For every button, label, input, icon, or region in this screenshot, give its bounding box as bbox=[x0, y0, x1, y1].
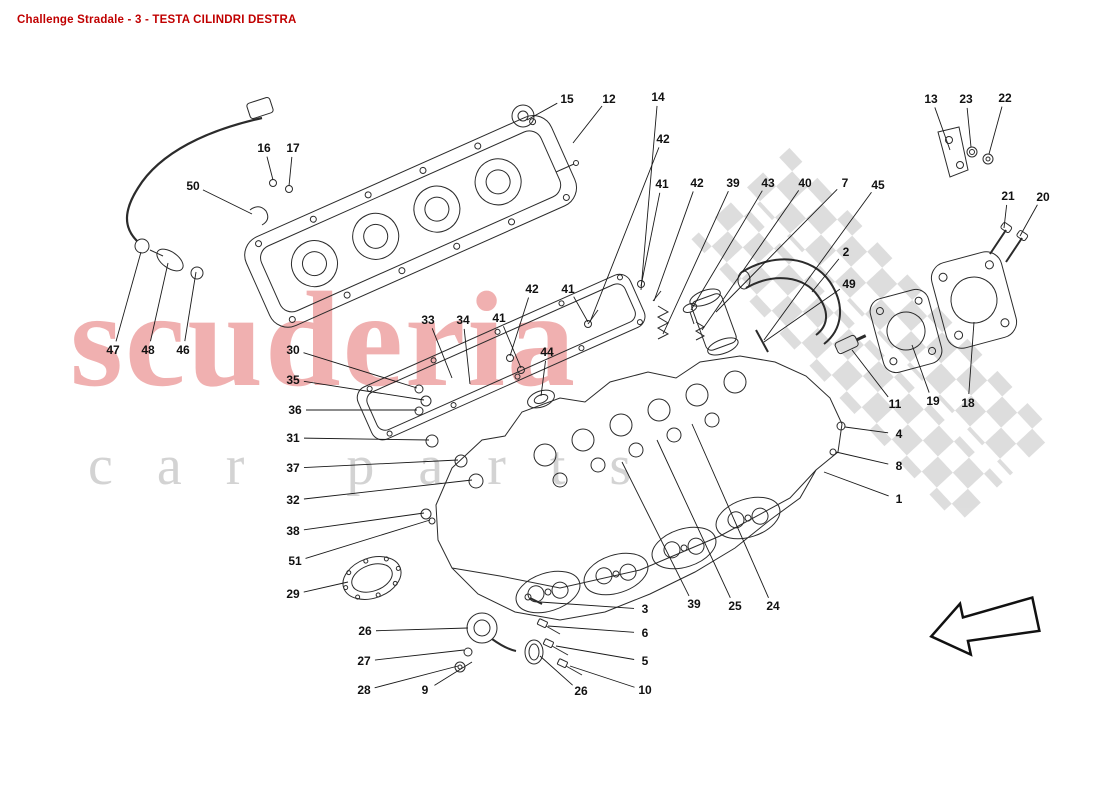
direction-arrow-icon bbox=[929, 595, 1041, 657]
water-union-parts bbox=[454, 612, 583, 676]
cylinder-head-body bbox=[414, 355, 843, 621]
page-title: Challenge Stradale - 3 - TESTA CILINDRI … bbox=[17, 14, 297, 26]
sensor-cable bbox=[125, 96, 274, 280]
oil-seal-ring bbox=[342, 556, 402, 600]
checkered-flag-watermark bbox=[691, 147, 1056, 525]
cover-gasket bbox=[356, 273, 646, 441]
valve-cover bbox=[244, 104, 579, 328]
water-outlet-parts bbox=[834, 126, 1029, 374]
